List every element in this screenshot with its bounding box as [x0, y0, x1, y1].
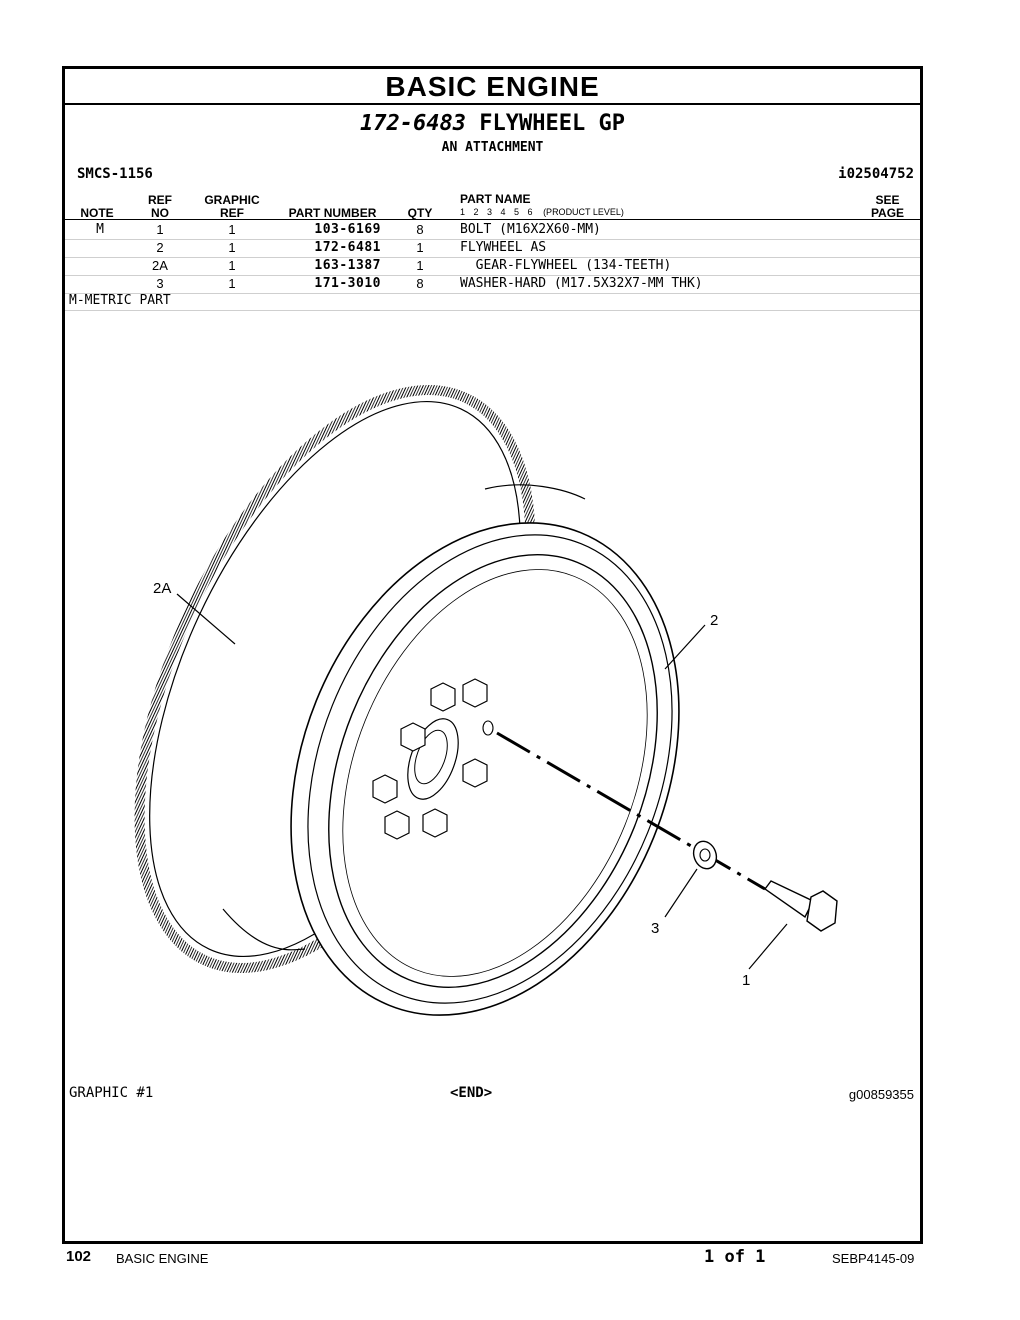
attachment-label: AN ATTACHMENT [441, 140, 544, 155]
section-title: BASIC ENGINE [65, 69, 920, 105]
flywheel-assembly [134, 385, 838, 1016]
end-label: <END> [450, 1085, 493, 1101]
col-part-name: PART NAME [460, 192, 531, 206]
illustration-id: i02504752 [838, 166, 914, 182]
cell-part-number: 171-3010 [314, 276, 381, 291]
cell-ref-no: 2A [152, 258, 168, 273]
cell-qty: 8 [416, 222, 424, 237]
page-number: 102 [66, 1248, 92, 1265]
flywheel-face [328, 554, 658, 988]
cell-part-name: FLYWHEEL AS [460, 240, 547, 255]
cell-part-name: WASHER-HARD (M17.5X32X7-MM THK) [460, 276, 703, 291]
col-qty: QTY [407, 206, 433, 220]
col-ref-no: REF NO [145, 194, 175, 220]
cell-ref-no: 2 [156, 240, 164, 255]
washer-hole [699, 848, 711, 862]
group-title: 172-6483 FLYWHEEL GP [65, 111, 920, 136]
col-ref-no-line2: NO [151, 206, 169, 220]
group-name: FLYWHEEL GP [479, 111, 625, 136]
cell-part-number: 172-6481 [314, 240, 381, 255]
col-levels: 1 2 3 4 5 6 (PRODUCT LEVEL) [460, 207, 624, 217]
page-frame: BASIC ENGINE 172-6483 FLYWHEEL GP AN ATT… [62, 66, 923, 1244]
hub-bore [414, 729, 448, 785]
leader-1 [748, 923, 788, 970]
header-divider [65, 219, 920, 220]
document-id: SEBP4145-09 [832, 1251, 915, 1266]
bolt-hole [482, 720, 494, 736]
footer-section: BASIC ENGINE [116, 1251, 209, 1266]
cell-note: M [96, 222, 104, 237]
table-row: 2A 1 163-1387 1 GEAR-FLYWHEEL (134-TEETH… [65, 257, 920, 276]
cell-qty: 8 [416, 276, 424, 291]
callout-3: 3 [651, 920, 659, 937]
footnote-divider [65, 310, 920, 311]
callout-1: 1 [742, 972, 750, 989]
flywheel-bolt-circle [342, 569, 648, 977]
cell-part-name: GEAR-FLYWHEEL (134-TEETH) [460, 258, 672, 273]
hub-bolts [372, 678, 488, 840]
table-row: 3 1 171-3010 8 WASHER-HARD (M17.5X32X7-M… [65, 275, 920, 294]
product-level-label: (PRODUCT LEVEL) [543, 207, 624, 217]
cell-graphic-ref: 1 [228, 240, 236, 255]
col-graphic-ref: GRAPHIC REF [197, 194, 267, 220]
col-see-page-line1: SEE [875, 193, 900, 207]
col-see-page-line2: PAGE [870, 206, 905, 220]
cell-graphic-ref: 1 [228, 222, 236, 237]
col-see-page: SEE PAGE [865, 194, 910, 220]
flywheel-diagram: 2A 2 3 1 [134, 385, 838, 1016]
col-graphic-ref-line1: GRAPHIC [204, 193, 260, 207]
cell-graphic-ref: 1 [228, 258, 236, 273]
col-ref-no-line1: REF [148, 193, 172, 207]
cell-ref-no: 3 [156, 276, 164, 291]
table-row: 2 1 172-6481 1 FLYWHEEL AS [65, 239, 920, 258]
callout-2A: 2A [153, 580, 171, 597]
cell-part-name: BOLT (M16X2X60-MM) [460, 222, 601, 237]
cell-part-number: 163-1387 [314, 258, 381, 273]
cell-ref-no: 1 [156, 222, 164, 237]
metric-footnote: M-METRIC PART [69, 293, 171, 308]
page-of: 1 of 1 [704, 1247, 766, 1267]
washer [692, 840, 718, 870]
leader-2 [664, 624, 706, 670]
smcs-code: SMCS-1156 [77, 166, 153, 182]
level-numbers: 1 2 3 4 5 6 [460, 207, 533, 217]
flywheel-rim-side [222, 484, 586, 951]
cell-qty: 1 [416, 258, 424, 273]
graphic-id: g00859355 [848, 1087, 914, 1102]
table-row: M 1 1 103-6169 8 BOLT (M16X2X60-MM) [65, 221, 920, 240]
col-graphic-ref-line2: REF [220, 206, 244, 220]
flywheel-hub [407, 718, 459, 800]
graphic-label: GRAPHIC #1 [69, 1085, 154, 1101]
col-part-number: PART NUMBER [288, 206, 377, 220]
bolt [764, 880, 838, 932]
cell-qty: 1 [416, 240, 424, 255]
cell-graphic-ref: 1 [228, 276, 236, 291]
group-part-number: 172-6483 [360, 111, 466, 136]
leader-3 [664, 868, 698, 918]
cell-part-number: 103-6169 [314, 222, 381, 237]
col-note: NOTE [80, 206, 114, 220]
callout-2: 2 [710, 612, 718, 629]
flywheel-rim-step [307, 534, 673, 1004]
explode-line [496, 731, 766, 891]
leader-2A [176, 593, 236, 645]
